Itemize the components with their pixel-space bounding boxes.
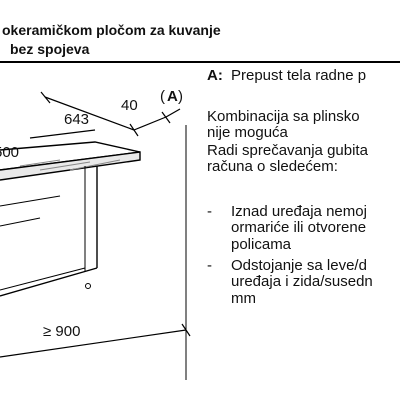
countertop-hatch [19, 159, 121, 171]
dim-40-tick-right [161, 111, 171, 124]
dim-643-line [44, 96, 135, 131]
dim-40-label: 40 [121, 97, 138, 114]
bullet-1-line3: policama [231, 236, 292, 253]
cabinet-bottom [0, 267, 98, 297]
dim-643-tick-left [40, 91, 51, 104]
bullet-1-line2: ormariće ili otvorene [231, 219, 367, 236]
bullet-1-dash: - [207, 203, 212, 220]
bullet-1-line1: Iznad uređaja nemoj [231, 203, 367, 220]
dim-900-tick-right [181, 323, 191, 337]
dim-900-label: ≥ 900 [43, 323, 80, 340]
bullet-2-line3: mm [231, 290, 256, 307]
note-heat-line1: Radi sprečavanja gubita [207, 142, 368, 159]
dim-500-label: 500 [0, 144, 19, 161]
title-underline [0, 61, 400, 63]
leader-A [165, 108, 181, 118]
note-a-key: A: [207, 67, 223, 84]
section-title-line1: okeramičkom pločom za kuvanje [2, 22, 221, 38]
cooktop-edge [29, 129, 96, 139]
dim-40-line [133, 116, 167, 131]
bullet-2-line1: Odstojanje sa leve/d [231, 257, 367, 274]
dim-643-label: 643 [64, 111, 89, 128]
section-title-line2: bez spojeva [10, 41, 90, 57]
marker-close-paren: ) [178, 88, 183, 105]
marker-open-paren: ( [160, 88, 165, 105]
note-a-text: Prepust tela radne p [231, 67, 367, 84]
cabinet-front-top [0, 195, 61, 207]
dim-900-line [0, 329, 187, 358]
note-combo-line1: Kombinacija sa plinsko [207, 108, 360, 125]
marker-A-label: A [167, 88, 178, 105]
cabinet-foot [85, 283, 91, 289]
note-combo-line2: nije moguća [207, 124, 288, 141]
cabinet-inner-edge [0, 217, 41, 227]
bullet-2-dash: - [207, 257, 212, 274]
bullet-2-line2: uređaja i zida/susedn [231, 273, 373, 290]
cabinet-bottom-inner [0, 267, 86, 291]
note-heat-line2: računa o sledećem: [207, 158, 338, 175]
